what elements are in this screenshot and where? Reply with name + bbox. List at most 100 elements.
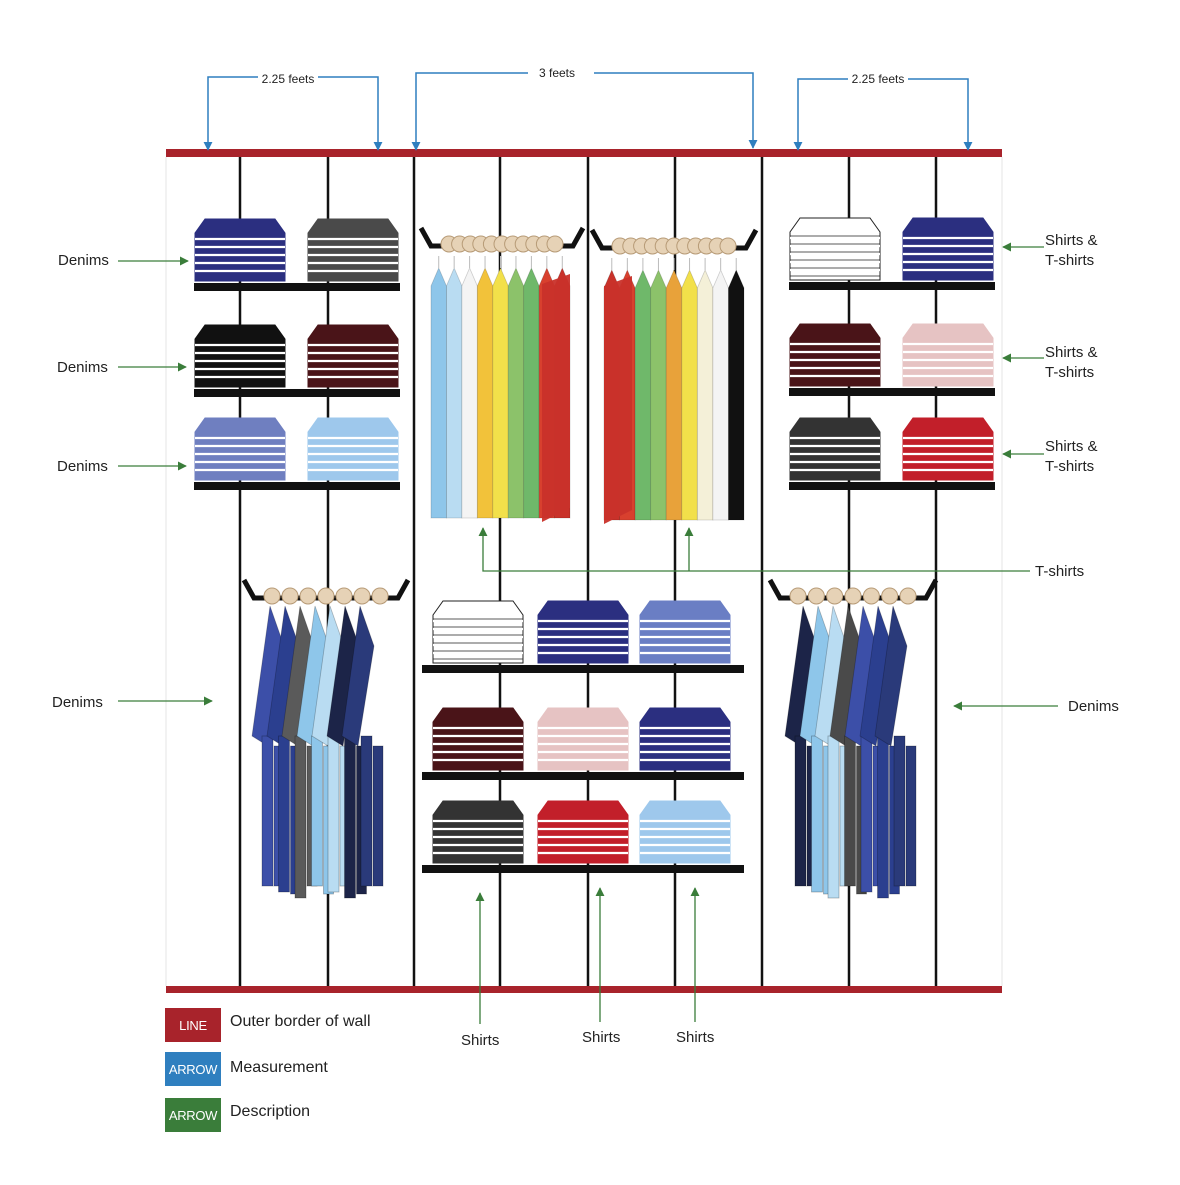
denim-leg <box>311 735 323 887</box>
measurement-center-label: 3 feets <box>539 66 575 80</box>
hanging-tshirt <box>650 268 667 521</box>
stack-body <box>432 707 524 771</box>
stack-body <box>789 323 881 387</box>
hanging-sections <box>241 226 939 899</box>
stack-body <box>639 600 731 664</box>
hanger-ring <box>317 587 335 605</box>
shelf-left-3 <box>194 482 400 490</box>
folded-stack <box>194 218 286 282</box>
shelf-right-2 <box>789 388 995 396</box>
hanging-rail <box>767 578 939 605</box>
denim-leg <box>860 735 873 893</box>
hanger-ring <box>862 587 880 605</box>
denim-leg <box>372 745 384 887</box>
denim-leg <box>877 735 889 899</box>
legend-text-2: Measurement <box>230 1059 328 1076</box>
hanger-ring <box>844 587 862 605</box>
hanger-ring <box>546 235 564 253</box>
folded-stack <box>194 324 286 388</box>
hanger-ring <box>299 587 317 605</box>
stack-body <box>307 218 399 282</box>
stack-body <box>902 217 994 281</box>
folded-stack <box>789 323 881 387</box>
folded-stack <box>432 707 524 771</box>
legend-measurement-swatch: ARROW <box>165 1052 221 1086</box>
shelves <box>194 282 995 873</box>
measurement-center: 3 feets <box>411 66 758 151</box>
label-shirts-3: Shirts <box>676 1029 714 1046</box>
measurement-left-label: 2.25 feets <box>262 72 315 86</box>
hanging-tshirt <box>523 266 540 519</box>
denim-leg <box>893 735 906 887</box>
denim-top <box>859 605 893 747</box>
hanger-ring <box>263 587 281 605</box>
folded-stacks <box>194 217 994 864</box>
hanging-tshirt <box>696 268 714 521</box>
hanging-tshirt <box>476 266 494 519</box>
folded-stack <box>307 324 399 388</box>
label-line: T-shirts <box>1045 458 1094 475</box>
hanging-tshirt <box>681 268 698 521</box>
label-left-shelf-2: Denims <box>57 359 108 376</box>
label-right-shelf-2: Shirts &T-shirts <box>1045 344 1098 381</box>
folded-stack <box>307 417 399 481</box>
shelf-center-1 <box>422 665 744 673</box>
hanger-ring <box>881 587 899 605</box>
stack-body <box>432 600 524 664</box>
denim-leg <box>844 735 856 887</box>
hanger-ring <box>807 587 825 605</box>
stack-body <box>194 417 286 481</box>
folded-stack <box>432 600 524 664</box>
stack-body <box>194 218 286 282</box>
stack-body <box>432 800 524 864</box>
measurement-right-label: 2.25 feets <box>852 72 905 86</box>
stack-body <box>902 323 994 387</box>
hanging-tshirt <box>507 266 525 519</box>
hanger-ring <box>789 587 807 605</box>
folded-stack <box>194 417 286 481</box>
denim-group <box>784 605 917 899</box>
label-left-hanging: Denims <box>52 694 103 711</box>
hanging-tshirt <box>446 266 463 519</box>
label-right-hanging: Denims <box>1068 698 1119 715</box>
stack-body <box>537 707 629 771</box>
denim-leg <box>794 735 807 887</box>
label-right-shelf-3: Shirts &T-shirts <box>1045 438 1098 475</box>
tshirt-group <box>603 258 745 524</box>
hanging-rail <box>589 228 759 255</box>
shelf-left-1 <box>194 283 400 291</box>
front-garment <box>604 276 632 524</box>
folded-stack <box>307 218 399 282</box>
hanger-ring <box>719 237 737 255</box>
hanging-tshirt <box>461 266 478 519</box>
stack-body <box>639 707 731 771</box>
denim-top <box>326 605 360 747</box>
denim-leg <box>344 735 356 899</box>
stack-body <box>537 600 629 664</box>
folded-stack <box>639 707 731 771</box>
folded-stack <box>432 800 524 864</box>
shelf-right-1 <box>789 282 995 290</box>
denim-leg <box>278 735 290 893</box>
description-arrows <box>118 242 1058 1024</box>
stack-body <box>537 800 629 864</box>
folded-stack <box>902 417 994 481</box>
hanging-tshirt <box>712 268 729 521</box>
label-shirts-2: Shirts <box>582 1029 620 1046</box>
hanger-ring <box>826 587 844 605</box>
denim-leg <box>327 735 340 893</box>
label-right-shelf-1: Shirts &T-shirts <box>1045 232 1098 269</box>
label-shirts-1: Shirts <box>461 1032 499 1049</box>
measurement-right: 2.25 feets <box>793 72 973 151</box>
denim-leg <box>360 735 373 887</box>
stack-body <box>307 417 399 481</box>
denim-group <box>251 605 384 899</box>
hanger-ring <box>353 587 371 605</box>
legend-text-3: Description <box>230 1103 311 1120</box>
hanging-tshirt <box>728 268 745 521</box>
measurement-left: 2.25 feets <box>203 72 383 151</box>
shelf-center-3 <box>422 865 744 873</box>
label-line: Shirts & <box>1045 344 1098 361</box>
denim-leg <box>827 735 840 899</box>
hanger-ring <box>281 587 299 605</box>
